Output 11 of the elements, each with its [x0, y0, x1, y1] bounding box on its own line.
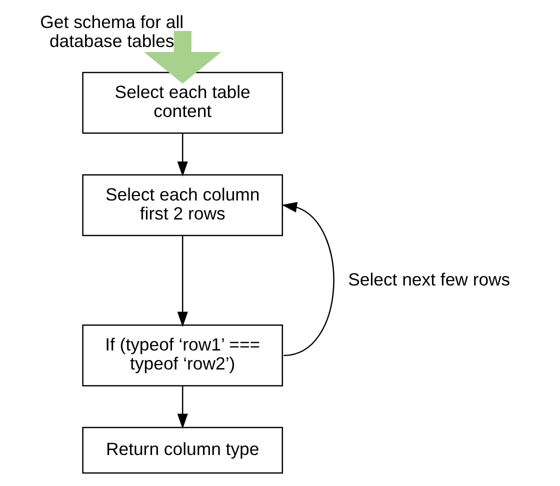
arrow	[143, 30, 221, 84]
node-box: Return column type	[82, 426, 283, 474]
node-box: Select each column first 2 rows	[82, 174, 283, 236]
node-box: Select each table content	[82, 71, 283, 134]
arrow	[176, 235, 188, 326]
edge-label: Get schema for all database tables	[40, 12, 184, 51]
node-box: If (typeof ‘row1’ === typeof ‘row2’)	[82, 324, 283, 386]
arrow	[281, 201, 334, 356]
edge-label: Select next few rows	[348, 269, 510, 290]
arrow	[176, 385, 188, 428]
arrow	[176, 133, 188, 176]
